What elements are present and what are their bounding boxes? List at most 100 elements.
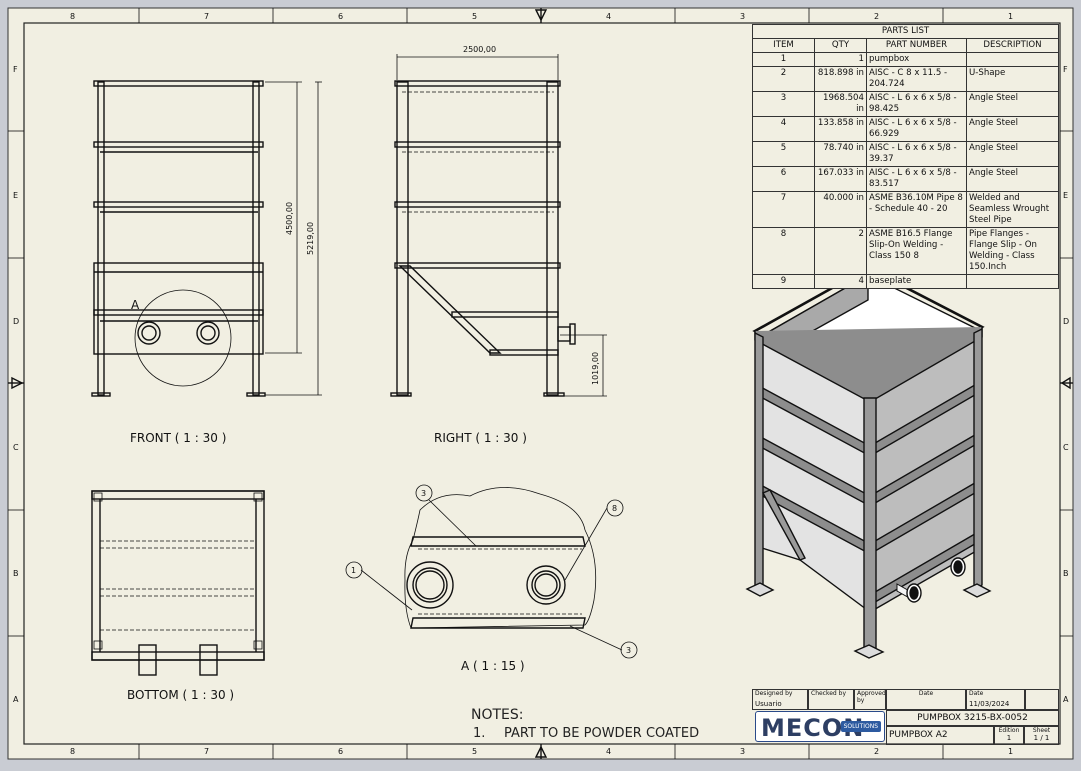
zone-col-label: 8 — [70, 12, 75, 21]
zone-col-label: 6 — [338, 747, 343, 756]
part-item: 1 — [752, 52, 815, 67]
part-number: ASME B16.5 Flange Slip-On Welding - Clas… — [866, 227, 967, 275]
zone-ticks — [8, 8, 1073, 759]
zone-labels: 8 7 6 5 4 3 2 1 8 7 6 5 4 3 2 1 F E D C … — [13, 12, 1069, 756]
isometric-view — [745, 266, 992, 659]
part-number: AISC - C 8 x 11.5 - 204.724 — [866, 66, 967, 92]
front-view-label: FRONT ( 1 : 30 ) — [130, 431, 226, 445]
part-desc: Angle Steel — [966, 116, 1059, 142]
sheet-value: 1 / 1 — [1033, 734, 1050, 742]
part-desc: Angle Steel — [966, 141, 1059, 167]
date-cell: Date 11/03/2024 — [966, 689, 1025, 710]
date-label: Date — [918, 690, 934, 697]
edition-value: 1 — [1006, 734, 1012, 742]
zone-row-label: A — [13, 695, 19, 704]
date-value: 11/03/2024 — [969, 700, 1010, 708]
zone-row-label: C — [13, 443, 19, 452]
zone-row-label: B — [1063, 569, 1069, 578]
parts-header-qty: QTY — [814, 38, 867, 53]
edition-label: Edition — [998, 727, 1020, 734]
zone-row-label: C — [1063, 443, 1069, 452]
zone-col-label: 3 — [740, 747, 745, 756]
right-view — [390, 80, 576, 397]
zone-row-label: D — [13, 317, 19, 326]
bottom-view-label: BOTTOM ( 1 : 30 ) — [127, 688, 234, 702]
part-desc: Welded and Seamless Wrought Steel Pipe — [966, 191, 1059, 228]
part-item: 4 — [752, 116, 815, 142]
checked-by-label: Checked by — [811, 690, 847, 697]
zone-col-label: 6 — [338, 12, 343, 21]
part-item: 9 — [752, 274, 815, 289]
parts-list: PARTS LIST ITEM QTY PART NUMBER DESCRIPT… — [752, 24, 1059, 289]
balloon-label: 1 — [351, 566, 356, 575]
zone-col-label: 7 — [204, 747, 209, 756]
part-number: AISC - L 6 x 6 x 5/8 - 83.517 — [866, 166, 967, 192]
parts-header-part: PART NUMBER — [866, 38, 967, 53]
part-desc — [966, 274, 1059, 289]
checked-by-cell: Checked by — [808, 689, 854, 710]
part-item: 5 — [752, 141, 815, 167]
note-number: 1. — [473, 726, 486, 741]
centering-marks — [8, 8, 1073, 759]
detail-balloons: 3 8 1 3 — [351, 489, 631, 655]
part-qty: 1968.504 in — [814, 91, 867, 117]
parts-header-item: ITEM — [752, 38, 815, 53]
designed-by-label: Designed by — [755, 690, 793, 697]
sheet-cell: Sheet 1 / 1 — [1024, 726, 1059, 745]
part-desc: Pipe Flanges - Flange Slip - On Welding … — [966, 227, 1059, 275]
zone-row-label: E — [13, 191, 18, 200]
zone-col-label: 4 — [606, 747, 611, 756]
zone-col-label: 1 — [1008, 12, 1013, 21]
dim-height-hopper: 1019,00 — [591, 352, 600, 385]
part-desc — [966, 52, 1059, 67]
approved-by-label: Approved by — [857, 690, 886, 704]
part-qty: 2 — [814, 227, 867, 275]
detail-leaders — [345, 484, 638, 659]
logo-sub: SOLUTIONS — [840, 721, 881, 732]
drawing-title: PUMPBOX A2 — [886, 726, 994, 745]
part-item: 6 — [752, 166, 815, 192]
dim-width: 2500,00 — [463, 45, 496, 54]
zone-col-label: 3 — [740, 12, 745, 21]
dim-height-inner: 4500,00 — [285, 202, 294, 235]
zone-row-label: B — [13, 569, 19, 578]
front-dimensions — [265, 81, 322, 396]
bottom-view — [91, 490, 265, 676]
part-item: 7 — [752, 191, 815, 228]
blank-cell — [1025, 689, 1059, 710]
drawing-number: PUMPBOX 3215-BX-0052 — [886, 710, 1059, 726]
notes-title: NOTES: — [471, 707, 524, 723]
part-number: AISC - L 6 x 6 x 5/8 - 66.929 — [866, 116, 967, 142]
zone-col-label: 2 — [874, 12, 879, 21]
zone-row-label: D — [1063, 317, 1069, 326]
detail-view-label: A ( 1 : 15 ) — [461, 659, 525, 673]
approved-by-cell: Approved by — [854, 689, 886, 710]
company-logo: MECON SOLUTIONS — [755, 711, 885, 742]
designed-by-cell: Designed by Usuario — [752, 689, 808, 710]
zone-col-label: 5 — [472, 12, 477, 21]
sheet-label: Sheet — [1032, 727, 1051, 734]
right-dimensions — [396, 54, 607, 397]
balloon-label: 3 — [421, 489, 426, 498]
part-number: baseplate — [866, 274, 967, 289]
part-number: pumpbox — [866, 52, 967, 67]
part-qty: 818.898 in — [814, 66, 867, 92]
zone-col-label: 4 — [606, 12, 611, 21]
detail-marker: A — [131, 298, 140, 312]
balloon-label: 8 — [612, 504, 617, 513]
zone-col-label: 5 — [472, 747, 477, 756]
part-number: ASME B36.10M Pipe 8 - Schedule 40 - 20 — [866, 191, 967, 228]
part-qty: 40.000 in — [814, 191, 867, 228]
right-view-label: RIGHT ( 1 : 30 ) — [434, 431, 527, 445]
title-block: Designed by Usuario Checked by Approved … — [752, 689, 1059, 745]
note-text: PART TO BE POWDER COATED — [504, 726, 700, 741]
edition-cell: Edition 1 — [994, 726, 1024, 745]
